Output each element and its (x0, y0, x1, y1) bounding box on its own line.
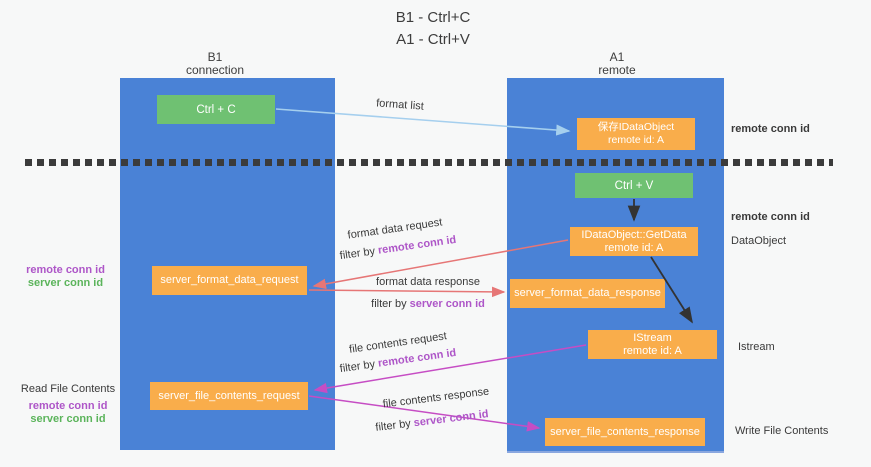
filter-by-text: filter by (374, 417, 415, 434)
node-server-file-contents-response: server_file_contents_response (545, 418, 705, 446)
remote-conn-id-text: remote conn id (377, 233, 457, 257)
ctrl-c-label: Ctrl + C (196, 103, 236, 116)
filter-by-text: filter by (371, 298, 410, 310)
label-filter-server-2: filter by server conn id (362, 407, 502, 436)
filter-by-text: filter by (339, 357, 379, 376)
lane-b1-name: B1 (207, 50, 223, 64)
right-istream-label: Istream (738, 341, 775, 353)
left-remote-conn-id-2: remote conn id (28, 400, 108, 412)
left-read-file-contents-label: Read File Contents (20, 383, 116, 395)
label-format-list: format list (375, 97, 425, 113)
label-filter-server-1: filter by server conn id (358, 298, 498, 310)
label-format-data-response: format data response (376, 276, 480, 288)
left-conn-id-stack: remote conn id server conn id (18, 264, 113, 290)
left-server-conn-id-1: server conn id (27, 277, 104, 289)
istream-line1: IStream (633, 331, 672, 344)
getdata-line2: remote id: A (604, 241, 664, 254)
ctrl-v-label: Ctrl + V (614, 179, 654, 192)
dashed-separator (25, 159, 833, 166)
left-server-conn-id-2: server conn id (30, 413, 106, 425)
lane-header-b1: B1 connection (145, 51, 285, 77)
left-read-file-stack: Read File Contents remote conn id server… (13, 383, 123, 426)
node-istream: IStream remote id: A (588, 330, 717, 359)
server-file-contents-request-label: server_file_contents_request (158, 389, 300, 402)
server-format-data-response-label: server_format_data_response (514, 287, 661, 299)
filter-by-text: filter by (339, 244, 379, 263)
lane-a1-role: remote (598, 63, 636, 77)
server-conn-id-text: server conn id (409, 298, 485, 310)
right-remote-conn-id-1: remote conn id (731, 123, 810, 135)
lane-a1-name: A1 (609, 50, 625, 64)
diagram-title: B1 - Ctrl+C A1 - Ctrl+V (333, 7, 533, 51)
getdata-line1: IDataObject::GetData (581, 228, 687, 241)
istream-line2: remote id: A (623, 344, 682, 357)
save-idataobject-line1: 保存IDataObject (597, 121, 675, 133)
node-ctrl-v: Ctrl + V (575, 173, 693, 198)
lane-header-a1: A1 remote (547, 51, 687, 77)
server-format-data-request-label: server_format_data_request (160, 274, 299, 286)
node-save-idataobject: 保存IDataObject remote id: A (577, 118, 695, 150)
save-idataobject-line2: remote id: A (607, 134, 665, 146)
right-dataobject-label: DataObject (731, 235, 787, 247)
server-conn-id-text: server conn id (413, 408, 490, 430)
arrow-format-data-response (308, 286, 506, 298)
server-file-contents-response-label: server_file_contents_response (550, 425, 700, 438)
node-idataobject-getdata: IDataObject::GetData remote id: A (570, 227, 698, 256)
right-write-file-contents-label: Write File Contents (735, 425, 829, 437)
title-line-2: A1 - Ctrl+V (396, 31, 470, 48)
lane-b1-role: connection (185, 63, 245, 77)
remote-conn-id-text: remote conn id (377, 346, 457, 370)
node-server-format-data-response: server_format_data_response (510, 279, 665, 308)
node-server-file-contents-request: server_file_contents_request (150, 382, 308, 410)
title-line-1: B1 - Ctrl+C (395, 9, 471, 26)
left-remote-conn-id-1: remote conn id (26, 264, 105, 276)
node-ctrl-c: Ctrl + C (157, 95, 275, 124)
right-remote-conn-id-2: remote conn id (731, 211, 810, 223)
node-server-format-data-request: server_format_data_request (152, 266, 307, 295)
